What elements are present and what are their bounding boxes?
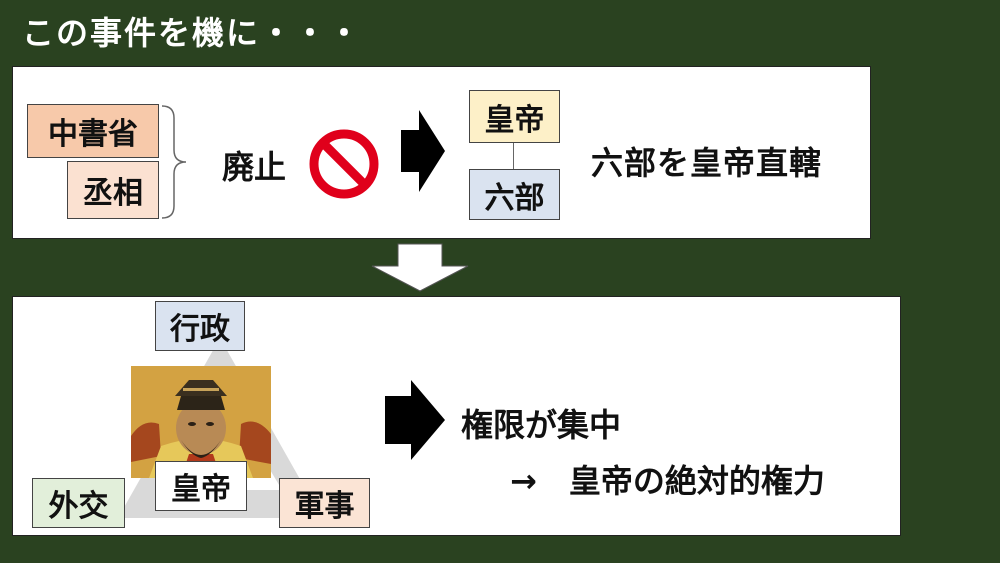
right-arrow-icon — [401, 110, 445, 192]
office-josho: 丞相 — [67, 161, 159, 219]
emperor-box: 皇帝 — [469, 90, 560, 143]
node-diplomacy: 外交 — [32, 478, 125, 528]
node-administration: 行政 — [155, 301, 245, 351]
abolish-label: 廃止 — [222, 148, 287, 186]
right-arrow-icon-2 — [385, 380, 445, 460]
prohibit-icon — [309, 129, 379, 199]
brace-shape — [161, 105, 187, 219]
slide-title: この事件を機に・・・ — [22, 14, 363, 52]
result-line-2: → 皇帝の絶対的権力 — [510, 462, 825, 500]
result-line-1: 権限が集中 — [461, 406, 622, 444]
ministries-box: 六部 — [469, 169, 560, 220]
node-emperor: 皇帝 — [155, 461, 247, 511]
node-military: 軍事 — [279, 478, 370, 528]
connector-line — [513, 143, 514, 169]
down-arrow-icon — [371, 243, 469, 292]
office-chushosho: 中書省 — [27, 104, 159, 158]
result-text: 六部を皇帝直轄 — [591, 144, 823, 182]
